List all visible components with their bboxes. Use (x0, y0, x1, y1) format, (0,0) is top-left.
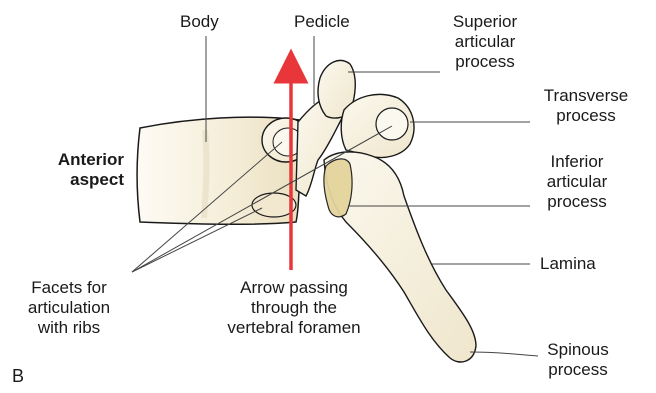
label-transverse-process: Transverse process (532, 86, 640, 126)
label-anterior-line-2: aspect (18, 170, 124, 190)
label-inferior-line-1: Inferior (532, 152, 622, 172)
label-spinous-process: Spinous process (536, 340, 620, 380)
inferior-articular-process-shape (324, 159, 352, 217)
label-inferior-line-2: articular (532, 172, 622, 192)
label-facets-line-1: Facets for (10, 278, 128, 298)
label-facets-for-articulation: Facets for articulation with ribs (10, 278, 128, 338)
leader-spinous (470, 352, 538, 356)
label-spinous-line-1: Spinous (536, 340, 620, 360)
label-spinous-line-2: process (536, 360, 620, 380)
label-arrow-line-1: Arrow passing (206, 278, 382, 298)
figure-letter: B (12, 366, 24, 386)
label-lamina: Lamina (540, 254, 596, 274)
label-arrow-vertebral-foramen: Arrow passing through the vertebral fora… (206, 278, 382, 338)
label-superior-line-2: articular (440, 32, 530, 52)
label-superior-line-1: Superior (440, 12, 530, 32)
label-arrow-line-2: through the (206, 298, 382, 318)
label-arrow-line-3: vertebral foramen (206, 318, 382, 338)
label-superior-articular-process: Superior articular process (440, 12, 530, 72)
label-transverse-line-1: Transverse (532, 86, 640, 106)
label-superior-line-3: process (440, 52, 530, 72)
label-transverse-line-2: process (532, 106, 640, 126)
label-anterior-aspect: Anterior aspect (18, 150, 124, 190)
label-facets-line-2: articulation (10, 298, 128, 318)
transverse-costal-facet-shape (376, 108, 408, 140)
label-inferior-articular-process: Inferior articular process (532, 152, 622, 212)
label-facets-line-3: with ribs (10, 318, 128, 338)
label-pedicle: Pedicle (294, 12, 350, 32)
label-body: Body (180, 12, 219, 32)
label-inferior-line-3: process (532, 192, 622, 212)
label-anterior-line-1: Anterior (18, 150, 124, 170)
